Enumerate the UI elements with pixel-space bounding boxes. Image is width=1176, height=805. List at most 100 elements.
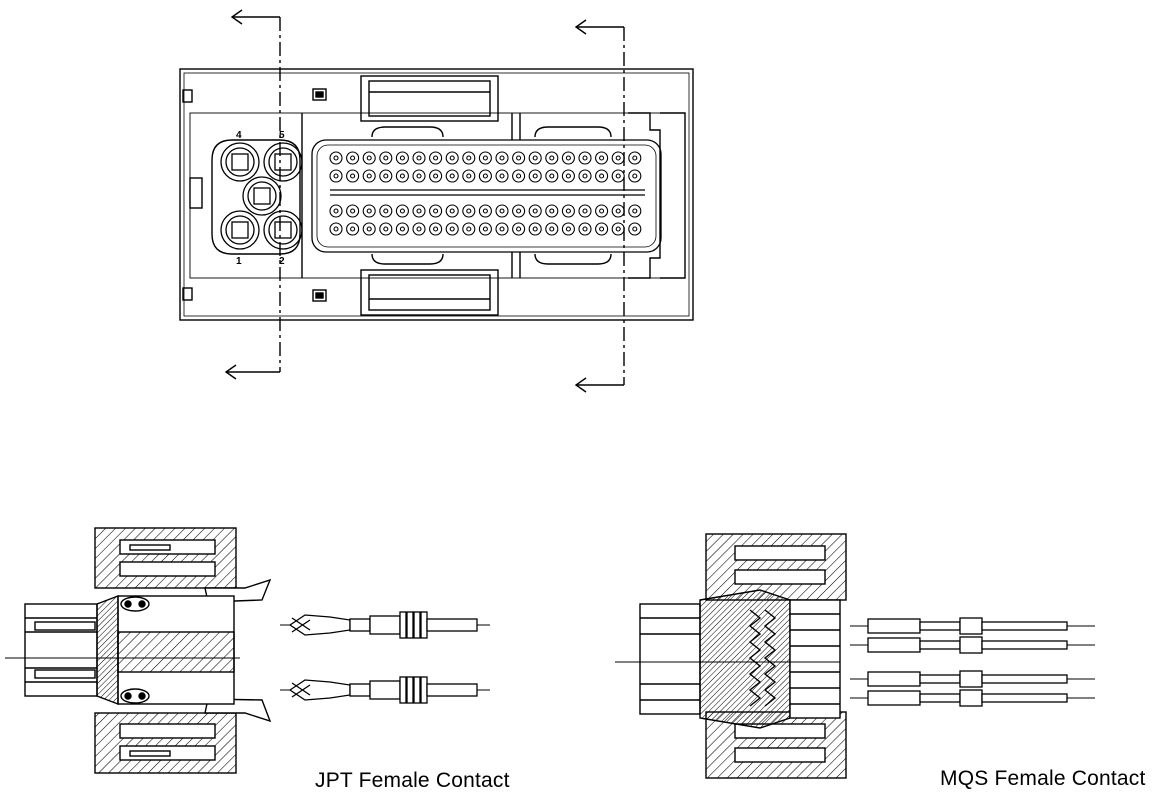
signal-pin-dot bbox=[632, 155, 638, 161]
signal-pin-dot bbox=[565, 208, 571, 214]
signal-pin-dot bbox=[482, 208, 488, 214]
signal-pin-dot bbox=[350, 226, 356, 232]
signal-pin-dot bbox=[333, 155, 339, 161]
signal-pin-cavity bbox=[595, 169, 609, 183]
signal-pin-dot bbox=[582, 208, 588, 214]
signal-pin-dot bbox=[615, 173, 621, 179]
signal-pin-dot bbox=[466, 155, 472, 161]
signal-pin-dot bbox=[466, 208, 472, 214]
left-section-view bbox=[5, 527, 490, 774]
signal-pin-cavity bbox=[512, 169, 526, 183]
signal-pin-dot bbox=[582, 173, 588, 179]
signal-pin-dot bbox=[549, 173, 555, 179]
signal-pin-dot bbox=[532, 208, 538, 214]
signal-pin-dot bbox=[449, 155, 455, 161]
pin-grid bbox=[329, 151, 642, 236]
signal-pin-cavity bbox=[329, 222, 343, 236]
signal-pin-cavity bbox=[545, 222, 559, 236]
jpt-contacts bbox=[288, 611, 478, 704]
signal-pin-dot bbox=[599, 155, 605, 161]
signal-pin-dot bbox=[449, 208, 455, 214]
signal-pin-cavity bbox=[445, 222, 459, 236]
signal-pin-dot bbox=[499, 208, 505, 214]
signal-pin-dot bbox=[532, 155, 538, 161]
signal-pin-cavity bbox=[346, 204, 360, 218]
signal-pin-cavity bbox=[528, 222, 542, 236]
signal-pin-dot bbox=[582, 155, 588, 161]
signal-pin-cavity bbox=[429, 204, 443, 218]
signal-pin-dot bbox=[399, 226, 405, 232]
signal-pin-cavity bbox=[545, 169, 559, 183]
signal-pin-cavity bbox=[379, 222, 393, 236]
signal-pin-dot bbox=[416, 208, 422, 214]
signal-pin-cavity bbox=[611, 222, 625, 236]
signal-pin-dot bbox=[433, 208, 439, 214]
signal-pin-cavity bbox=[395, 151, 409, 165]
signal-pin-cavity bbox=[545, 204, 559, 218]
signal-pin-cavity bbox=[561, 222, 575, 236]
signal-pin-cavity bbox=[346, 169, 360, 183]
signal-pin-dot bbox=[516, 155, 522, 161]
signal-pin-dot bbox=[399, 173, 405, 179]
signal-pin-cavity bbox=[595, 151, 609, 165]
signal-pin-cavity bbox=[495, 204, 509, 218]
signal-pin-dot bbox=[350, 155, 356, 161]
signal-pin-cavity bbox=[595, 204, 609, 218]
signal-pin-cavity bbox=[478, 204, 492, 218]
signal-pin-cavity bbox=[528, 169, 542, 183]
signal-pin-cavity bbox=[628, 169, 642, 183]
signal-pin-dot bbox=[499, 226, 505, 232]
signal-pin-cavity bbox=[512, 222, 526, 236]
signal-pin-cavity bbox=[445, 151, 459, 165]
signal-pin-cavity bbox=[578, 151, 592, 165]
signal-pin-cavity bbox=[611, 151, 625, 165]
signal-pin-dot bbox=[433, 226, 439, 232]
signal-pin-cavity bbox=[495, 151, 509, 165]
signal-pin-dot bbox=[516, 226, 522, 232]
signal-pin-dot bbox=[549, 226, 555, 232]
signal-pin-dot bbox=[366, 208, 372, 214]
signal-pin-dot bbox=[466, 226, 472, 232]
signal-pin-dot bbox=[433, 155, 439, 161]
signal-pin-cavity bbox=[478, 169, 492, 183]
right-section-view bbox=[615, 533, 1095, 779]
power-cavities bbox=[220, 142, 303, 250]
signal-pin-cavity bbox=[362, 169, 376, 183]
signal-pin-dot bbox=[615, 155, 621, 161]
signal-pin-cavity bbox=[462, 204, 476, 218]
signal-pin-dot bbox=[383, 226, 389, 232]
signal-pin-cavity bbox=[561, 204, 575, 218]
signal-pin-dot bbox=[565, 173, 571, 179]
signal-pin-dot bbox=[366, 173, 372, 179]
signal-pin-cavity bbox=[429, 222, 443, 236]
signal-pin-cavity bbox=[395, 222, 409, 236]
signal-pin-cavity bbox=[379, 151, 393, 165]
signal-pin-dot bbox=[632, 173, 638, 179]
signal-pin-cavity bbox=[429, 151, 443, 165]
mqs-caption: MQS Female Contact bbox=[940, 767, 1146, 790]
signal-pin-cavity bbox=[628, 222, 642, 236]
signal-pin-dot bbox=[399, 208, 405, 214]
signal-pin-cavity bbox=[561, 151, 575, 165]
top-view-housing bbox=[179, 68, 694, 321]
signal-pin-cavity bbox=[595, 222, 609, 236]
signal-pin-dot bbox=[383, 208, 389, 214]
signal-pin-cavity bbox=[561, 169, 575, 183]
signal-pin-dot bbox=[482, 226, 488, 232]
pin-number-labels: 4 5 1 2 bbox=[236, 130, 285, 267]
signal-pin-cavity bbox=[611, 169, 625, 183]
signal-pin-cavity bbox=[462, 169, 476, 183]
signal-pin-cavity bbox=[578, 222, 592, 236]
signal-pin-dot bbox=[366, 226, 372, 232]
signal-pin-dot bbox=[466, 173, 472, 179]
section-markers bbox=[224, 9, 625, 393]
signal-pin-cavity bbox=[478, 151, 492, 165]
signal-pin-dot bbox=[599, 226, 605, 232]
signal-pin-cavity bbox=[429, 169, 443, 183]
signal-pin-dot bbox=[416, 173, 422, 179]
signal-pin-cavity bbox=[379, 169, 393, 183]
pin-label-1: 1 bbox=[236, 256, 242, 267]
signal-pin-dot bbox=[383, 155, 389, 161]
signal-pin-dot bbox=[516, 173, 522, 179]
signal-pin-cavity bbox=[329, 151, 343, 165]
